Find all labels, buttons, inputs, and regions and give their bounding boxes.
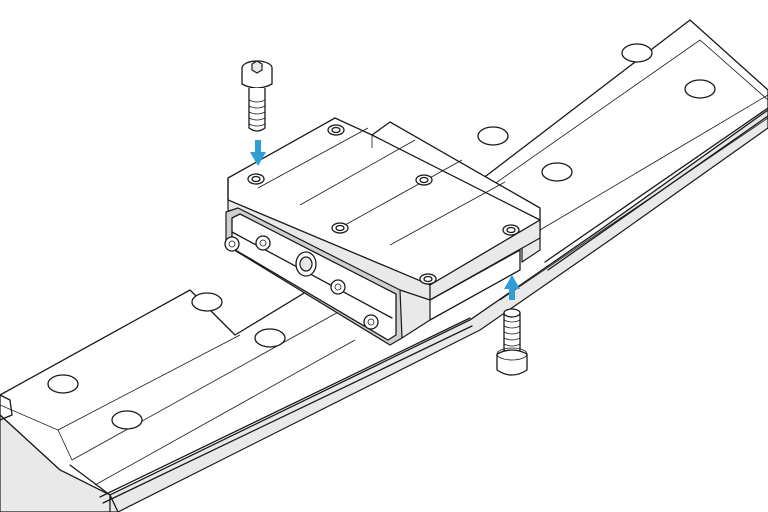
cap-screw-icon [496, 308, 528, 376]
rail-hole [254, 328, 286, 348]
arrow-up-icon [504, 275, 520, 300]
cap-screw-icon [241, 60, 273, 132]
end-plate-screw [363, 314, 379, 330]
rail-hole [621, 43, 653, 63]
rail-holes [47, 43, 716, 430]
rail-hole [684, 79, 716, 99]
rail-hole [477, 126, 509, 146]
rail-hole [111, 410, 143, 430]
rail-hole [191, 292, 223, 312]
end-plate-screw [330, 279, 346, 295]
end-plate-screw [224, 236, 240, 252]
arrow-down-icon [250, 140, 266, 166]
end-seal-plate [224, 207, 403, 346]
end-plate-screw [255, 235, 271, 251]
block-holes [247, 124, 520, 285]
rail-hole [47, 374, 79, 394]
rail-hole [541, 162, 573, 182]
